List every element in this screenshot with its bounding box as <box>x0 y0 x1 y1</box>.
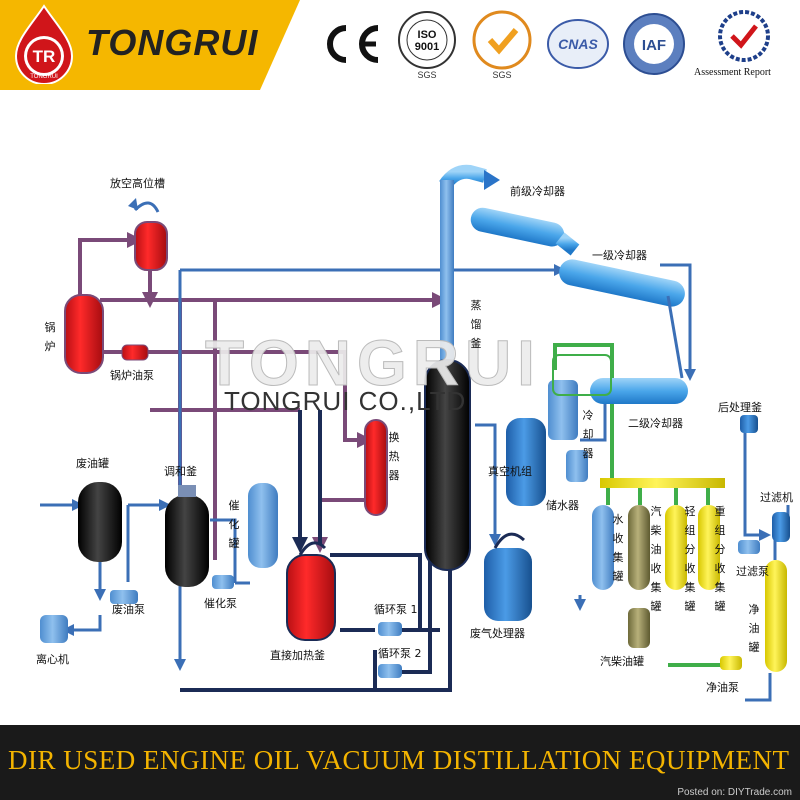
logo-tr-text: TR <box>33 47 56 66</box>
label-centrifuge: 离心机 <box>36 653 69 666</box>
footer-credit: Posted on: DIYTrade.com <box>677 787 792 798</box>
svg-text:IAF: IAF <box>642 37 666 54</box>
tongrui-logo-icon: TR TONGRUI <box>14 4 74 84</box>
label-water-collection-tank: 水收集罐 <box>612 513 624 583</box>
label-post-treatment-kettle: 后处理釜 <box>718 401 762 414</box>
navy-pipes <box>180 410 452 692</box>
label-clean-oil-pump: 净油泵 <box>706 681 739 694</box>
svg-text:SGS: SGS <box>417 70 436 80</box>
header-banner: TR TONGRUI TONGRUI ISO 9001 SGS SGS CNAS… <box>0 0 800 90</box>
blue-pipes <box>40 263 790 702</box>
cnas-seal-icon: CNAS <box>547 19 609 69</box>
assessment-report-icon <box>718 10 770 62</box>
label-vent-tank: 放空高位槽 <box>110 177 165 190</box>
label-clean-oil-tank: 净油罐 <box>748 603 760 654</box>
label-distillation-kettle: 蒸馏釜 <box>470 299 482 350</box>
iso9001-seal-icon: ISO 9001 SGS <box>398 11 456 80</box>
label-boiler: 锅炉 <box>44 321 56 353</box>
logo-subtext: TONGRUI <box>30 74 58 80</box>
label-water-tank: 储水器 <box>546 499 579 512</box>
ce-mark-icon <box>327 25 379 63</box>
label-catalyst-pump: 催化泵 <box>204 597 237 610</box>
coolers <box>470 207 688 440</box>
distillation-column <box>424 164 500 571</box>
watermark-company: TONGRUI CO.,LTD <box>224 386 467 416</box>
label-heavy-fraction-tank: 重组分收集罐 <box>714 505 726 613</box>
svg-text:CNAS: CNAS <box>558 36 598 52</box>
label-circulation-pump-2: 循环泵 2 <box>378 647 422 660</box>
red-vessels <box>64 198 388 641</box>
label-filter-machine: 过滤机 <box>760 491 793 504</box>
footer-title: DIR USED ENGINE OIL VACUUM DISTILLATION … <box>8 745 790 775</box>
sgs-seal-icon: SGS <box>472 10 532 80</box>
svg-text:9001: 9001 <box>415 41 439 53</box>
blue-vessels <box>40 415 790 678</box>
label-primary-cooler: 一级冷却器 <box>592 249 647 262</box>
collection-tanks <box>600 478 787 672</box>
label-heat-exchanger: 换热器 <box>388 431 400 482</box>
label-blend-kettle: 调和釜 <box>164 465 197 478</box>
label-direct-heating-kettle: 直接加热釜 <box>270 649 325 662</box>
label-circulation-pump-1: 循环泵 1 <box>374 603 418 616</box>
assessment-report-label: Assessment Report <box>694 67 771 78</box>
label-catalyst-tank: 催化罐 <box>228 499 240 550</box>
label-boiler-pump: 锅炉油泵 <box>110 369 154 382</box>
label-exhaust-processor: 废气处理器 <box>470 627 525 640</box>
label-light-fraction-tank: 轻组分收集罐 <box>684 505 696 613</box>
svg-text:SGS: SGS <box>492 70 511 80</box>
process-flow-diagram: TONGRUI TONGRUI CO.,LTD 放空高位槽 锅炉 锅炉油泵 废油… <box>0 90 800 725</box>
watermark-brand: TONGRUI <box>205 327 541 400</box>
svg-text:ISO: ISO <box>418 29 437 41</box>
label-secondary-cooler: 二级冷却器 <box>628 417 683 430</box>
brand-name: TONGRUI <box>86 22 259 63</box>
label-diesel-oil-tank: 汽柴油罐 <box>600 655 644 668</box>
process-flow-svg <box>40 164 790 702</box>
footer-banner: DIR USED ENGINE OIL VACUUM DISTILLATION … <box>0 725 800 800</box>
label-pre-cooler: 前级冷却器 <box>510 185 565 198</box>
label-waste-oil-pump: 废油泵 <box>112 603 145 616</box>
label-waste-oil-tank: 废油罐 <box>76 457 109 470</box>
label-filter-pump: 过滤泵 <box>736 565 769 578</box>
label-vacuum-unit: 真空机组 <box>488 465 532 478</box>
black-vessels <box>78 482 209 587</box>
label-cooler: 冷却器 <box>582 409 594 460</box>
label-diesel-gasoline-tank: 汽柴油收集罐 <box>650 505 662 613</box>
iaf-seal-icon: IAF <box>623 13 685 75</box>
